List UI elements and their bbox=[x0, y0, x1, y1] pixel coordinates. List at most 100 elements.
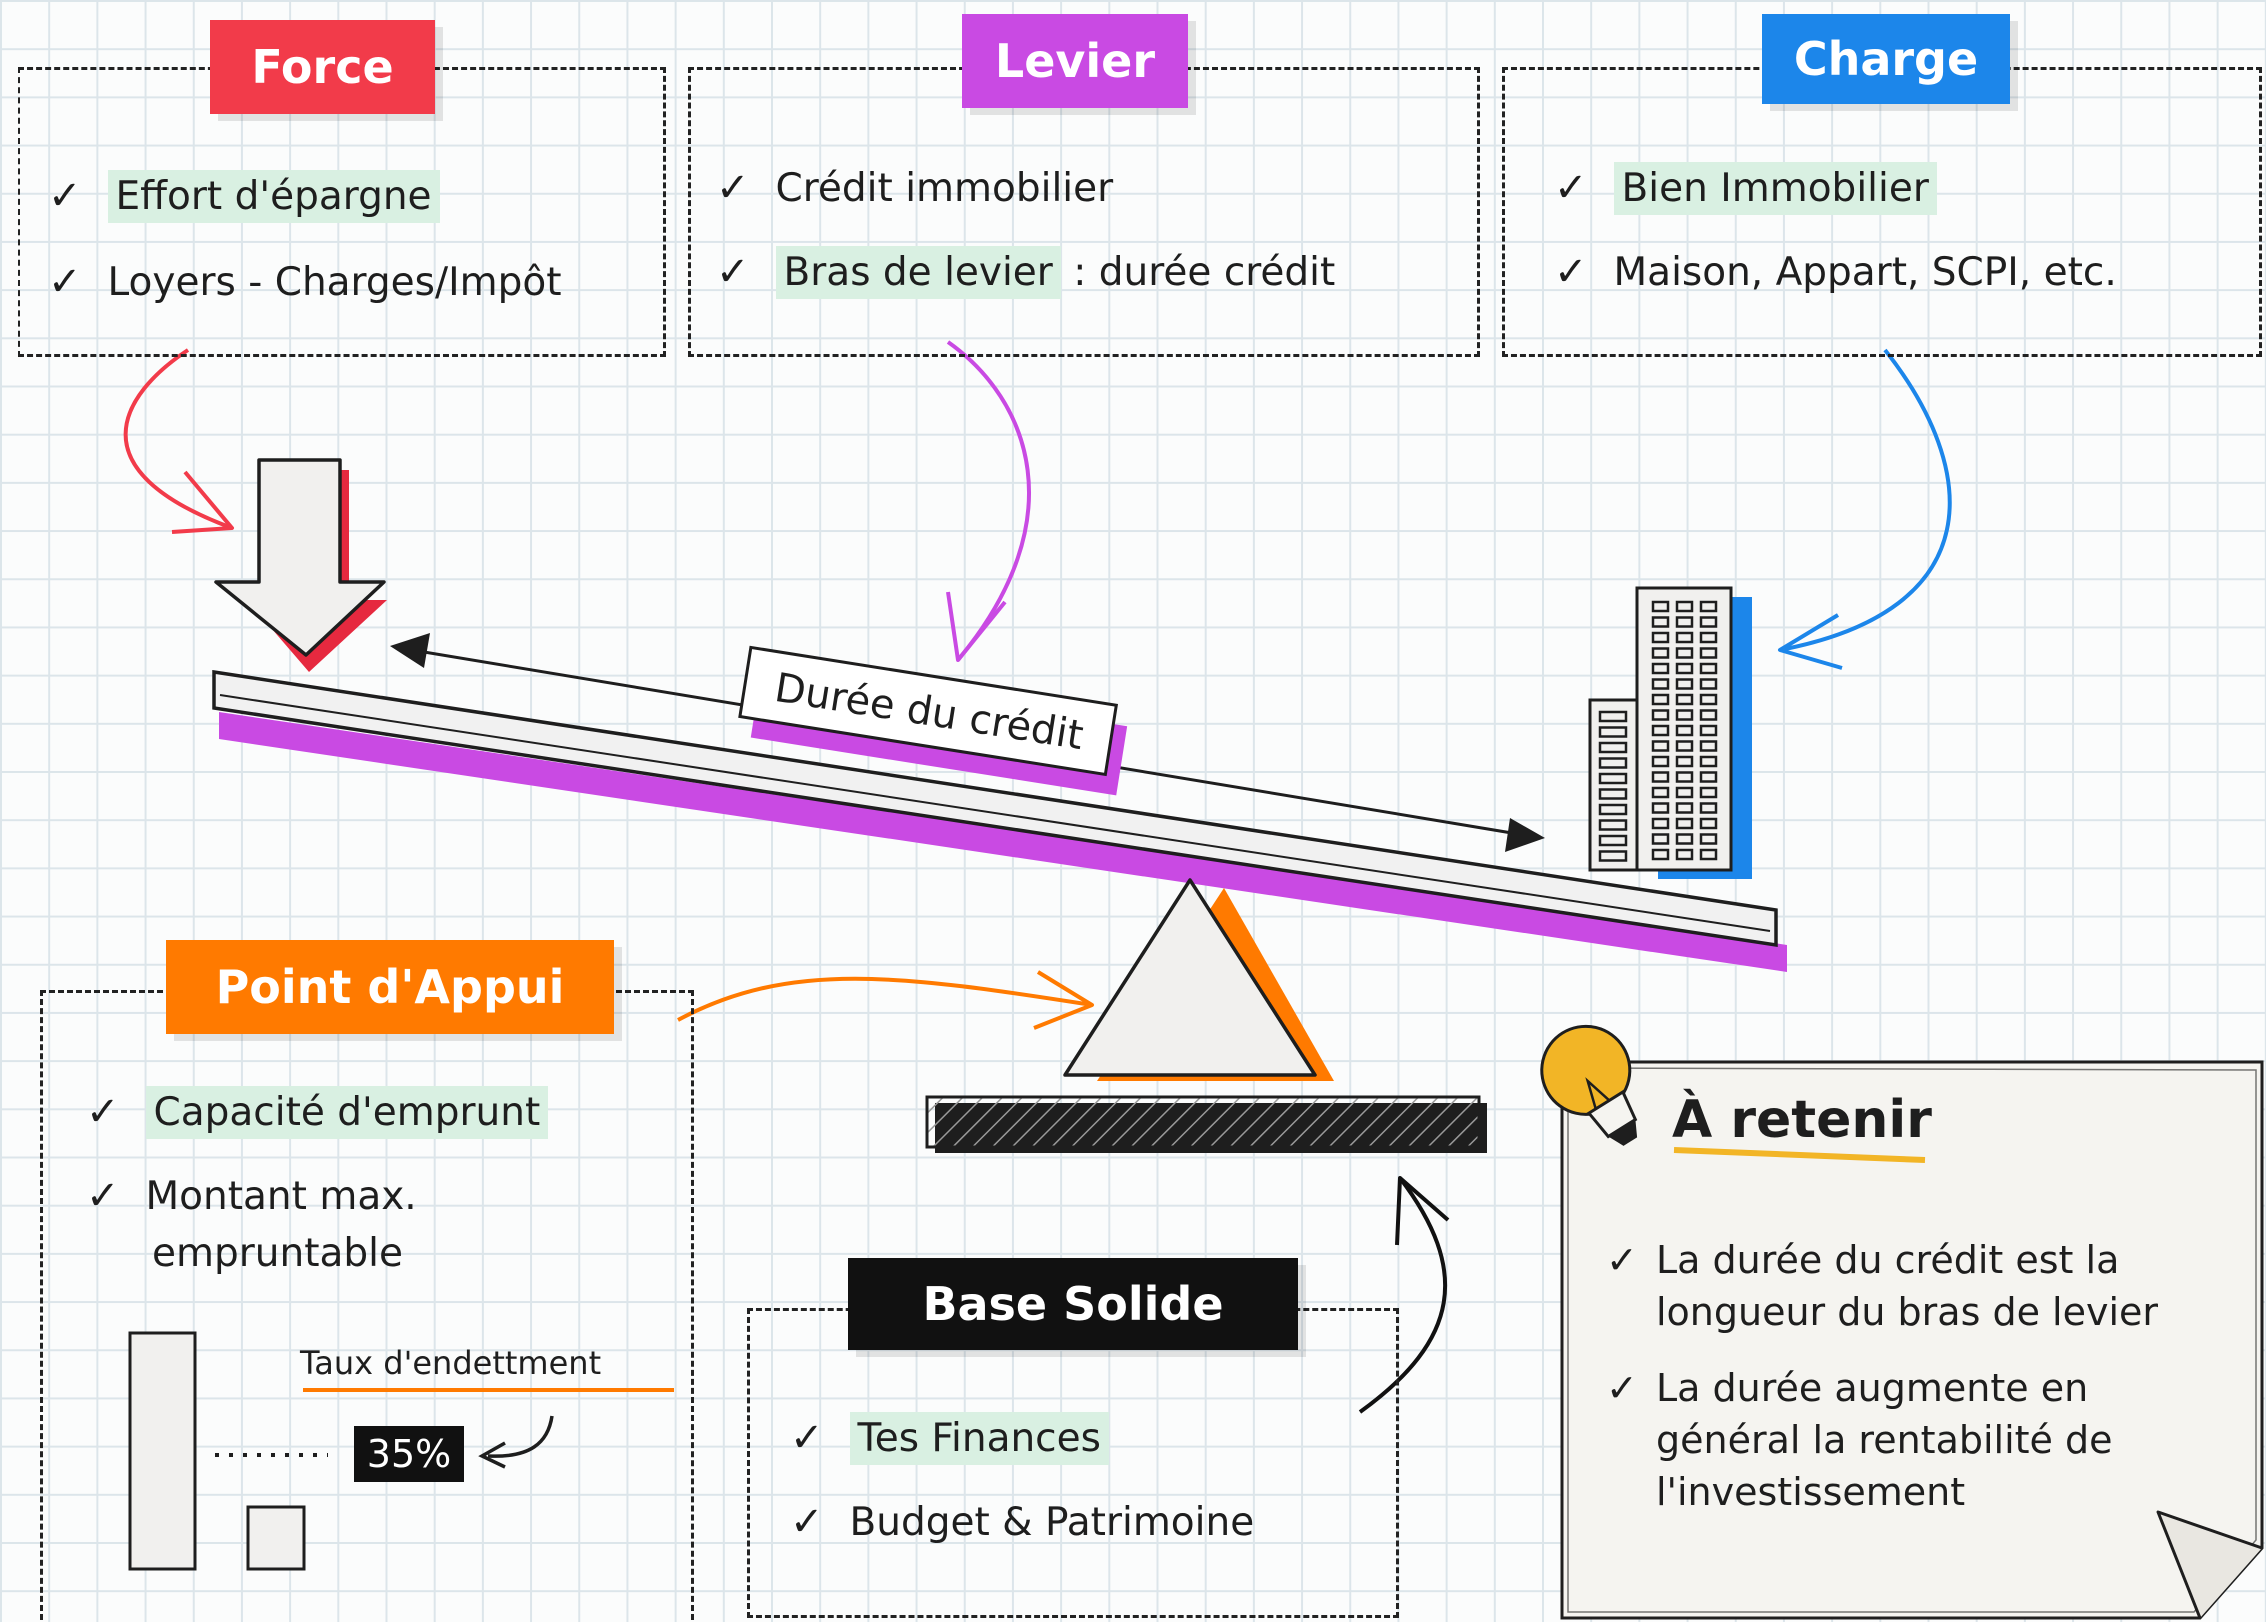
building-window bbox=[1598, 788, 1628, 800]
building-window bbox=[1675, 724, 1694, 737]
check-icon: ✓ bbox=[48, 259, 82, 305]
point-appui-arrow bbox=[677, 970, 1094, 1030]
note-point-2: ✓ La durée augmente en général la rentab… bbox=[1606, 1362, 2113, 1518]
building-window bbox=[1699, 724, 1718, 737]
building-window bbox=[1675, 678, 1694, 690]
building-window bbox=[1651, 662, 1670, 675]
building-window bbox=[1699, 755, 1718, 768]
base-solide-title: Base Solide bbox=[848, 1258, 1298, 1350]
check-icon: ✓ bbox=[86, 1089, 120, 1135]
debt-bars bbox=[128, 1331, 674, 1571]
check-icon: ✓ bbox=[790, 1415, 824, 1461]
building-window bbox=[1651, 817, 1670, 830]
building-window bbox=[1699, 693, 1718, 706]
building-window bbox=[1699, 631, 1718, 644]
building-window bbox=[1699, 786, 1718, 799]
check-icon: ✓ bbox=[1554, 165, 1588, 211]
force-item-2: ✓Loyers - Charges/Impôt bbox=[48, 259, 562, 305]
building-window bbox=[1675, 833, 1694, 845]
building-window bbox=[1699, 647, 1718, 659]
check-icon: ✓ bbox=[48, 173, 82, 219]
building-window bbox=[1598, 834, 1628, 847]
building-window bbox=[1699, 678, 1718, 690]
charge-item-2: ✓Maison, Appart, SCPI, etc. bbox=[1554, 249, 2117, 295]
building-window bbox=[1675, 662, 1694, 675]
point-appui-title: Point d'Appui bbox=[166, 940, 614, 1034]
building-window bbox=[1675, 693, 1694, 706]
building-window bbox=[1675, 848, 1694, 861]
fulcrum-triangle-icon bbox=[1063, 878, 1334, 1081]
base-solide-item-1: ✓Tes Finances bbox=[790, 1412, 1109, 1465]
building-window bbox=[1699, 817, 1718, 830]
charge-title: Charge bbox=[1762, 14, 2010, 104]
building-window bbox=[1699, 802, 1718, 814]
base-platform bbox=[925, 1095, 1487, 1153]
building-window bbox=[1699, 771, 1718, 783]
building-window bbox=[1675, 817, 1694, 830]
building-window bbox=[1651, 740, 1670, 752]
building-window bbox=[1651, 755, 1670, 768]
building-window bbox=[1598, 819, 1628, 831]
building-window bbox=[1675, 740, 1694, 752]
force-title: Force bbox=[210, 20, 435, 114]
duration-label-box: Durée du crédit bbox=[738, 645, 1128, 796]
check-icon: ✓ bbox=[1606, 1366, 1638, 1410]
building-window bbox=[1675, 802, 1694, 814]
building-window bbox=[1598, 772, 1628, 785]
debt-rate-badge: 35% bbox=[354, 1426, 464, 1482]
building-window bbox=[1651, 631, 1670, 644]
lever-plank bbox=[212, 669, 1787, 972]
building-window bbox=[1675, 616, 1694, 628]
down-arrow-icon bbox=[214, 458, 387, 672]
building-window bbox=[1675, 631, 1694, 644]
building-window bbox=[1651, 848, 1670, 861]
building-window bbox=[1651, 771, 1670, 783]
building-window bbox=[1598, 726, 1628, 738]
building-window bbox=[1675, 755, 1694, 768]
building-window bbox=[1699, 600, 1718, 613]
force-item-1: ✓Effort d'épargne bbox=[48, 170, 440, 223]
check-icon: ✓ bbox=[716, 249, 750, 295]
note-point-1: ✓ La durée du crédit est la longueur du … bbox=[1606, 1234, 2158, 1338]
building-window bbox=[1598, 803, 1628, 816]
check-icon: ✓ bbox=[1554, 249, 1588, 295]
base-solide-arrow bbox=[1358, 1176, 1450, 1414]
check-icon: ✓ bbox=[790, 1499, 824, 1545]
building-window bbox=[1651, 693, 1670, 706]
building-window bbox=[1675, 771, 1694, 783]
building-window bbox=[1699, 662, 1718, 675]
building-window bbox=[1598, 757, 1628, 769]
check-icon: ✓ bbox=[716, 165, 750, 211]
building-window bbox=[1699, 616, 1718, 628]
building-window bbox=[1651, 600, 1670, 613]
levier-item-2: ✓Bras de levier : durée crédit bbox=[716, 246, 1335, 299]
building-window bbox=[1598, 741, 1628, 754]
building-window bbox=[1699, 740, 1718, 752]
building-window bbox=[1651, 724, 1670, 737]
point-appui-item-2-cont: empruntable bbox=[152, 1231, 403, 1276]
check-icon: ✓ bbox=[1606, 1238, 1638, 1282]
building-window bbox=[1675, 600, 1694, 613]
building-window bbox=[1651, 709, 1670, 721]
base-solide-item-2: ✓Budget & Patrimoine bbox=[790, 1499, 1255, 1545]
building-window bbox=[1598, 710, 1628, 723]
point-appui-box bbox=[40, 990, 694, 1620]
levier-title: Levier bbox=[962, 14, 1188, 108]
building-window bbox=[1651, 786, 1670, 799]
point-appui-item-2: ✓Montant max. bbox=[86, 1173, 417, 1219]
note-paper bbox=[1560, 1060, 2264, 1620]
charge-arrow bbox=[1778, 348, 1952, 670]
building-window bbox=[1651, 616, 1670, 628]
debt-label: Taux d'endettment bbox=[300, 1344, 602, 1382]
check-icon: ✓ bbox=[86, 1173, 120, 1219]
levier-item-1: ✓Crédit immobilier bbox=[716, 165, 1114, 211]
charge-item-1: ✓Bien Immobilier bbox=[1554, 162, 1937, 215]
building-window bbox=[1651, 678, 1670, 690]
building-window bbox=[1651, 833, 1670, 845]
building-window bbox=[1651, 647, 1670, 659]
lightbulb-icon bbox=[1540, 1024, 1638, 1146]
building-icon bbox=[1588, 586, 1752, 879]
building-window bbox=[1651, 802, 1670, 814]
note-title: À retenir bbox=[1672, 1090, 1932, 1150]
